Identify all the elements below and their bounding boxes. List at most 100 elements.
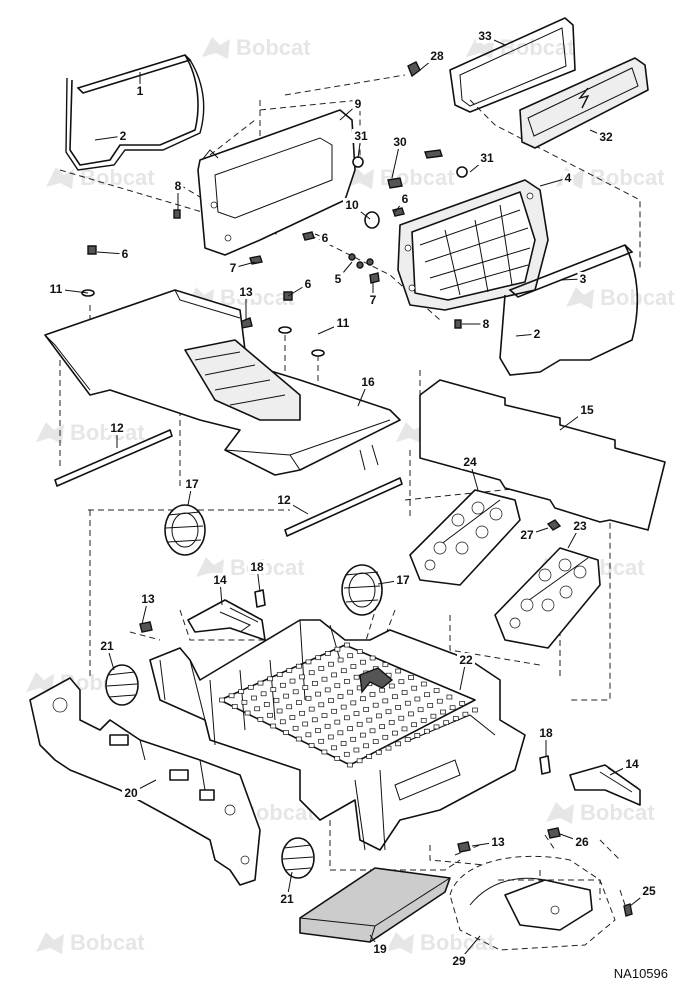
floor-hole xyxy=(318,702,325,708)
floor-hole xyxy=(257,717,264,722)
bobcat-watermark-icon xyxy=(36,422,64,444)
floor-hole xyxy=(424,692,430,698)
floor-hole xyxy=(392,694,398,700)
floor-hole xyxy=(334,719,341,725)
floor-hole xyxy=(433,724,440,730)
floor-hole xyxy=(401,690,408,695)
door-frame-part-9 xyxy=(197,109,356,256)
callout-number: 6 xyxy=(305,277,312,291)
floor-hole xyxy=(334,646,341,652)
cover-panel-part-32 xyxy=(519,57,649,149)
floor-hole xyxy=(420,681,427,687)
floor-hole xyxy=(228,693,235,699)
floor-hole xyxy=(401,726,408,732)
callout-number: 8 xyxy=(483,317,490,331)
floor-hole xyxy=(321,749,328,755)
callout-number: 8 xyxy=(175,179,182,193)
watermark: Bobcat xyxy=(546,800,655,825)
floor-hole xyxy=(283,693,289,699)
callout-background xyxy=(47,282,65,296)
drawing-code-label: NA10596 xyxy=(614,966,668,981)
floor-hole xyxy=(219,697,225,703)
hardware-upper xyxy=(81,149,468,357)
callout-background xyxy=(134,84,146,98)
seal-frame-part-1-2 xyxy=(65,54,205,171)
floor-hole xyxy=(337,730,344,736)
window-seal-part-33 xyxy=(449,17,576,113)
floor-hole xyxy=(324,687,331,693)
callout-number: 12 xyxy=(277,493,291,507)
floor-hole xyxy=(318,738,325,744)
seal-frame-part-3-2 xyxy=(499,244,639,376)
callout-background xyxy=(461,455,479,469)
callout-number: 19 xyxy=(373,942,387,956)
callout-number: 3 xyxy=(580,272,587,286)
callout-background xyxy=(640,884,658,898)
floor-hole xyxy=(238,689,245,694)
floor-hole xyxy=(286,704,293,710)
callout-c10: 10 xyxy=(343,198,371,220)
callout-c13a: 13 xyxy=(237,285,255,320)
bobcat-watermark-icon xyxy=(396,422,424,444)
floor-hole xyxy=(372,739,379,744)
callout-number: 33 xyxy=(478,29,492,43)
callout-c28: 28 xyxy=(419,49,446,71)
callout-number: 27 xyxy=(520,528,534,542)
callout-number: 9 xyxy=(355,97,362,111)
floor-hole xyxy=(436,698,443,704)
callout-c8a: 8 xyxy=(172,179,184,210)
callout-number: 21 xyxy=(100,639,114,653)
callout-c7b: 7 xyxy=(367,282,379,307)
floor-hole xyxy=(270,723,277,729)
floor-hole xyxy=(257,680,264,686)
callout-number: 11 xyxy=(337,316,350,330)
floor-hole xyxy=(363,743,369,749)
floor-hole xyxy=(440,709,446,715)
watermark: Bobcat xyxy=(36,930,145,955)
callout-c11a: 11 xyxy=(47,282,89,296)
floor-hole xyxy=(385,709,392,715)
side-plate-part-20 xyxy=(29,677,261,886)
callout-c29: 29 xyxy=(450,935,481,968)
floor-hole xyxy=(231,704,238,709)
callout-number: 17 xyxy=(185,477,199,491)
floor-hole xyxy=(420,718,427,723)
callout-background xyxy=(172,179,184,193)
floor-hole xyxy=(289,715,296,720)
floor-hole xyxy=(344,715,350,721)
floor-hole xyxy=(350,664,357,669)
callout-number: 13 xyxy=(239,285,253,299)
callout-background xyxy=(489,835,507,849)
bolt-part-13 xyxy=(139,621,471,853)
callout-background xyxy=(108,421,126,435)
floor-hole xyxy=(366,717,373,723)
callout-background xyxy=(531,327,543,341)
callout-number: 32 xyxy=(599,130,613,144)
floor-hole xyxy=(315,655,322,661)
floor-hole xyxy=(369,692,376,697)
floor-hole xyxy=(369,728,376,734)
floor-hole xyxy=(331,672,337,678)
callout-c2a: 2 xyxy=(94,129,129,143)
callout-c14b: 14 xyxy=(609,757,641,776)
callout-background xyxy=(428,49,446,63)
callout-background xyxy=(623,757,641,771)
floor-hole xyxy=(398,679,405,685)
floor-hole xyxy=(462,711,469,717)
callout-background xyxy=(367,293,379,307)
callout-number: 20 xyxy=(124,786,138,800)
floor-hole xyxy=(318,666,325,671)
floor-hole xyxy=(334,683,341,689)
floor-hole xyxy=(414,733,421,738)
floor-hole xyxy=(340,668,347,674)
callout-number: 21 xyxy=(280,892,294,906)
floor-hole xyxy=(353,711,360,716)
floor-hole xyxy=(360,732,366,738)
floor-hole xyxy=(308,706,315,712)
callout-number: 18 xyxy=(539,726,553,740)
floor-hole xyxy=(443,720,450,726)
callout-c17b: 17 xyxy=(377,573,412,587)
callout-c20: 20 xyxy=(122,779,157,800)
callout-number: 26 xyxy=(575,835,589,849)
